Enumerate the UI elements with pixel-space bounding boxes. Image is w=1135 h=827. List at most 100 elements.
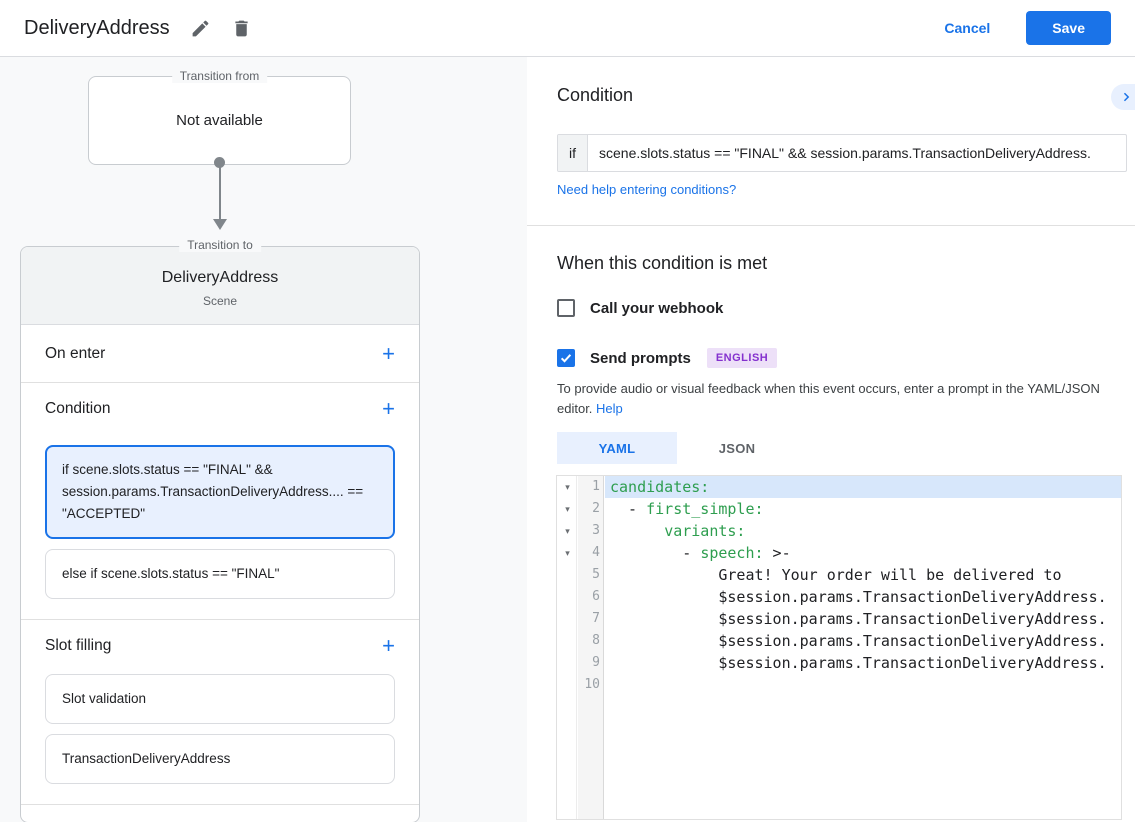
yaml-code-editor[interactable]: ▾ 1 candidates: ▾ 2 - first_simple: ▾ 3 varian… <box>556 475 1122 820</box>
fold-arrow-icon[interactable]: ▾ <box>565 504 570 514</box>
code-text: - first_simple: <box>610 500 764 518</box>
fold-arrow-icon[interactable]: ▾ <box>565 482 570 492</box>
send-prompts-label: Send prompts <box>590 349 691 367</box>
fold-gutter-cell <box>557 586 578 608</box>
transition-from-box: Transition from Not available <box>88 69 351 165</box>
scene-name: DeliveryAddress <box>161 269 279 286</box>
transition-from-value: Not available <box>176 112 263 129</box>
webhook-checkbox[interactable] <box>557 299 575 317</box>
when-met-title: When this condition is met <box>557 253 768 273</box>
condition-expression-input[interactable]: scene.slots.status == "FINAL" && session… <box>599 145 1091 161</box>
section-divider <box>21 619 419 620</box>
section-divider <box>21 804 419 805</box>
editor-fold-gutter <box>557 476 577 819</box>
code-line[interactable]: ▾ 3 variants: <box>557 520 1121 542</box>
code-line[interactable]: 6 $session.params.TransactionDeliveryAdd… <box>557 586 1121 608</box>
condition-card[interactable]: else if scene.slots.status == "FINAL" <box>45 549 395 599</box>
line-number: 4 <box>592 545 600 560</box>
code-text: $session.params.TransactionDeliveryAddre… <box>610 588 1107 606</box>
send-prompts-checkbox[interactable] <box>557 349 575 367</box>
slot-filling-label: Slot filling <box>45 637 112 654</box>
scene-card-header[interactable]: DeliveryAddress Scene <box>21 247 419 325</box>
prompt-description-text: To provide audio or visual feedback when… <box>557 381 1100 416</box>
condition-card-selected[interactable]: if scene.slots.status == "FINAL" && sess… <box>45 445 395 539</box>
add-condition-icon[interactable]: + <box>382 396 395 421</box>
fold-arrow-icon[interactable]: ▾ <box>565 526 570 536</box>
code-text: Great! Your order will be delivered to <box>610 566 1062 584</box>
tab-yaml[interactable]: YAML <box>557 432 677 464</box>
line-number: 2 <box>592 501 600 516</box>
fold-arrow-icon[interactable]: ▾ <box>565 548 570 558</box>
slot-card[interactable]: TransactionDeliveryAddress <box>45 734 395 784</box>
save-button[interactable]: Save <box>1026 11 1111 45</box>
code-line[interactable]: ▾ 4 - speech: >- <box>557 542 1121 564</box>
editor-tabs: YAML JSON <box>557 432 797 464</box>
main-area: Transition from Not available Transition… <box>0 57 1135 827</box>
slot-filling-section: Slot filling + Slot validation Transacti… <box>21 620 419 804</box>
connector-line <box>219 165 221 221</box>
webhook-row: Call your webhook <box>557 299 723 317</box>
add-slot-icon[interactable]: + <box>382 633 395 658</box>
line-number: 6 <box>592 589 600 604</box>
code-line[interactable]: 10 <box>557 674 1121 696</box>
code-line[interactable]: 9 $session.params.TransactionDeliveryAdd… <box>557 652 1121 674</box>
line-number: 1 <box>592 479 600 494</box>
custom-intent-section[interactable]: Custom intent handling + <box>21 805 419 823</box>
transition-to-label: Transition to <box>179 238 261 252</box>
conditions-help-link[interactable]: Need help entering conditions? <box>557 182 737 197</box>
top-bar: DeliveryAddress Cancel Save <box>0 0 1135 57</box>
code-text <box>605 674 1121 696</box>
fold-gutter-cell <box>557 674 578 696</box>
condition-panel-title: Condition <box>557 85 634 105</box>
line-number: 10 <box>584 677 600 692</box>
section-divider <box>21 382 419 383</box>
add-on-enter-icon[interactable]: + <box>382 340 395 366</box>
scene-graph-panel: Transition from Not available Transition… <box>0 57 527 822</box>
prompt-description: To provide audio or visual feedback when… <box>557 379 1131 419</box>
code-text: variants: <box>664 522 746 540</box>
scene-type: Scene <box>202 294 238 308</box>
edit-scene-button[interactable] <box>190 18 211 39</box>
fold-gutter-cell <box>557 564 578 586</box>
code-text: $session.params.TransactionDeliveryAddre… <box>610 610 1107 628</box>
code-text: $session.params.TransactionDeliveryAddre… <box>610 632 1107 650</box>
code-lines: ▾ 1 candidates: ▾ 2 - first_simple: ▾ 3 varian… <box>557 476 1121 696</box>
editor-line-number-gutter <box>578 476 604 819</box>
transition-from-label: Transition from <box>171 69 268 83</box>
prompt-help-link[interactable]: Help <box>596 401 623 416</box>
on-enter-section[interactable]: On enter + <box>21 325 419 382</box>
on-enter-label: On enter <box>45 344 106 362</box>
checkmark-icon <box>559 351 573 365</box>
condition-expression-row: if scene.slots.status == "FINAL" && sess… <box>557 134 1127 172</box>
if-prefix-label: if <box>558 135 588 171</box>
cancel-button[interactable]: Cancel <box>944 20 991 36</box>
delete-scene-button[interactable] <box>231 18 252 39</box>
add-custom-intent-icon[interactable]: + <box>382 819 395 823</box>
condition-section-label: Condition <box>45 400 111 417</box>
line-number: 5 <box>592 567 600 582</box>
code-text: - speech: >- <box>610 544 791 562</box>
code-line[interactable]: ▾ 1 candidates: <box>557 476 1121 498</box>
pencil-icon <box>190 18 211 39</box>
collapse-panel-button[interactable] <box>1111 84 1135 110</box>
line-number: 3 <box>592 523 600 538</box>
fold-gutter-cell <box>557 608 578 630</box>
slot-validation-card[interactable]: Slot validation <box>45 674 395 724</box>
code-text: candidates: <box>605 476 1121 498</box>
code-line[interactable]: 8 $session.params.TransactionDeliveryAdd… <box>557 630 1121 652</box>
chevron-right-icon <box>1118 88 1135 106</box>
line-number: 8 <box>592 633 600 648</box>
scene-card: DeliveryAddress Scene On enter + Conditi… <box>20 246 420 822</box>
language-badge: ENGLISH <box>706 348 778 368</box>
fold-gutter-cell <box>557 630 578 652</box>
fold-gutter-cell <box>557 652 578 674</box>
code-line[interactable]: ▾ 2 - first_simple: <box>557 498 1121 520</box>
code-line[interactable]: 5 Great! Your order will be delivered to <box>557 564 1121 586</box>
trash-icon <box>231 18 252 39</box>
line-number: 7 <box>592 611 600 626</box>
code-line[interactable]: 7 $session.params.TransactionDeliveryAdd… <box>557 608 1121 630</box>
code-text: $session.params.TransactionDeliveryAddre… <box>610 654 1107 672</box>
condition-editor-panel: Condition if scene.slots.status == "FINA… <box>527 57 1135 827</box>
page-title: DeliveryAddress <box>24 16 170 39</box>
tab-json[interactable]: JSON <box>718 440 756 456</box>
